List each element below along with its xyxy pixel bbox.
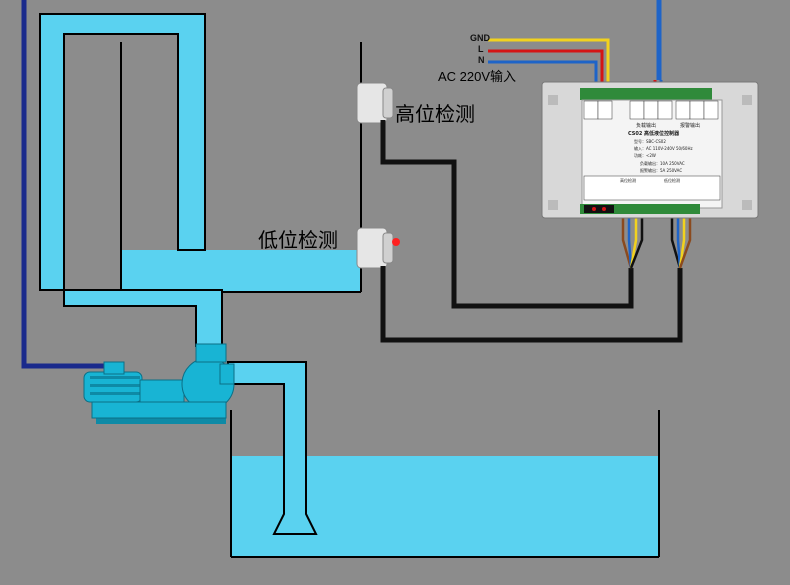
ctrl-power: 功耗：<2W: [634, 152, 656, 158]
high-sensor-label: 高位检测: [395, 102, 475, 126]
ctrl-high-probe-label: 高位检测: [620, 177, 636, 183]
ctrl-title: CS02 高低液位控制器: [628, 130, 680, 137]
low-sensor-indicator: [392, 238, 400, 246]
ctrl-input: 输入：AC 110V-240V 50/60Hz: [634, 145, 693, 151]
high-level-sensor: [356, 82, 394, 124]
ctrl-model: 型号：SBC-CS02: [634, 138, 666, 144]
upper-tank-water: [122, 250, 360, 291]
ctrl-load-out-label: 负载输出: [636, 122, 656, 129]
low-sensor-label: 低位检测: [258, 228, 338, 252]
low-sensor-cable: [380, 266, 683, 343]
suction-pipe: [227, 361, 318, 535]
wire-gnd: [488, 38, 610, 88]
pump-power-cable: [21, 0, 111, 380]
top-terminals: [583, 100, 719, 120]
outlet-pipe: [39, 13, 223, 347]
high-sensor-cable: [380, 120, 634, 309]
ctrl-load-rating: 负载输出：10A 250VAC: [640, 160, 685, 166]
wire-l: [488, 49, 604, 88]
high-probe-wires: [670, 218, 692, 269]
wire-n: [488, 60, 598, 88]
power-input-label: AC 220V输入: [438, 69, 517, 84]
level-controller: 负载输出 报警输出 CS02 高低液位控制器 型号：SBC-CS02 输入：AC…: [541, 81, 759, 219]
ctrl-alarm-out-label: 报警输出: [680, 122, 700, 129]
wire-l-label: L: [478, 44, 484, 54]
ctrl-alarm-rating: 报警输出：5A 250VAC: [640, 167, 682, 173]
low-level-sensor: [356, 227, 400, 269]
wire-gnd-label: GND: [470, 33, 490, 43]
low-probe-wires: [621, 218, 644, 269]
ctrl-low-probe-label: 低位检测: [664, 177, 680, 183]
water-pump: [83, 343, 235, 424]
wire-n-label: N: [478, 55, 485, 65]
